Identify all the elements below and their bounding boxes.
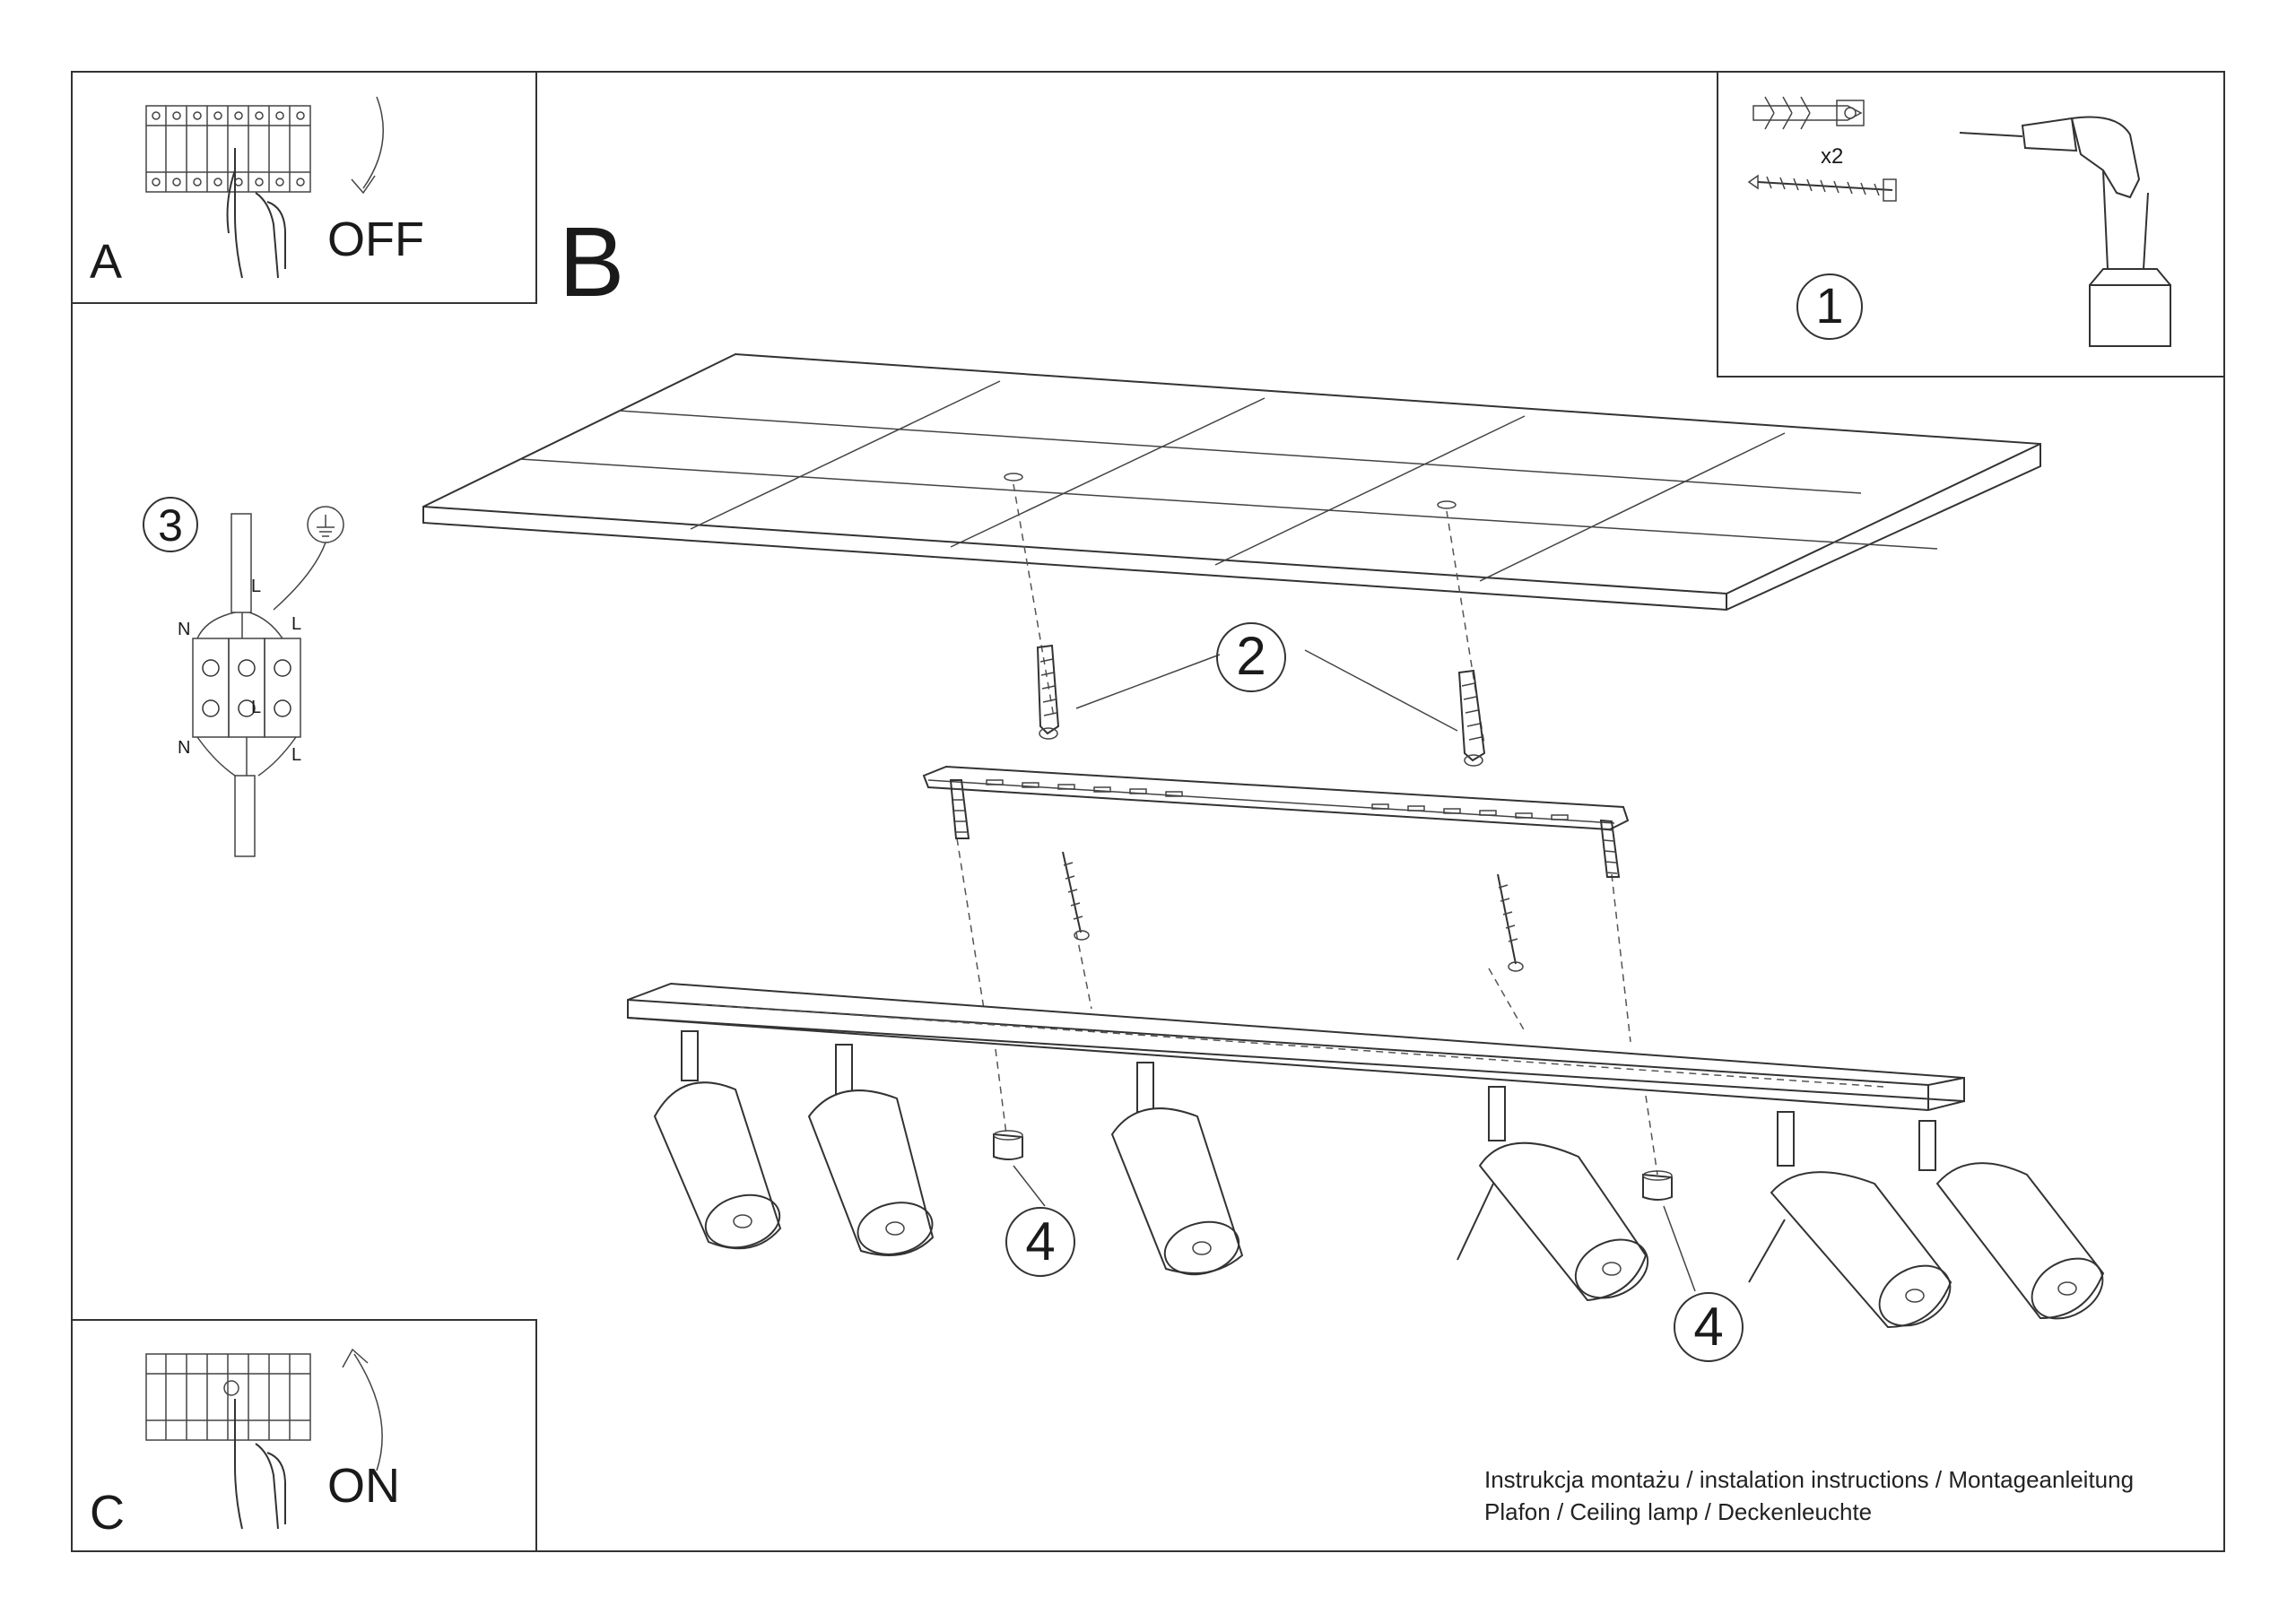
step-1-badge (1796, 273, 1863, 340)
wire-label-l-bottom: L (291, 745, 301, 765)
panel-b-letter: B (559, 207, 624, 317)
hand-icon (226, 148, 286, 279)
up-arrow-icon (353, 1353, 383, 1471)
screw-icon (1497, 873, 1524, 972)
off-label: OFF (327, 213, 424, 266)
circuit-breaker-icon (145, 105, 311, 193)
circuit-breaker-icon (145, 1353, 311, 1441)
panel-a-letter: A (90, 235, 122, 289)
step-4-callout-right: 4 (1663, 1205, 1744, 1362)
wall-plug-icon (1457, 669, 1486, 767)
wall-plug-icon (1036, 644, 1060, 740)
spotlight (1748, 1111, 1952, 1329)
screw-icon (1062, 851, 1090, 941)
spotlight (1457, 1086, 1649, 1302)
ceiling-panel (422, 352, 2041, 612)
spotlight (653, 1030, 782, 1250)
step-1-number: 1 (1815, 277, 1843, 334)
panel-a: A OFF (71, 71, 537, 304)
mounting-guide-lines (956, 483, 1658, 1176)
spotlight (1110, 1062, 1244, 1276)
wire-label-l-top-left: L (251, 577, 261, 596)
spotlight (807, 1044, 935, 1256)
quantity-label: x2 (1821, 144, 1843, 169)
on-label: ON (327, 1459, 400, 1513)
step-2-number: 2 (1236, 626, 1265, 686)
footer-line-2: Plafon / Ceiling lamp / Deckenleuchte (1484, 1498, 1873, 1525)
footer-line-1: Instrukcja montażu / instalation instruc… (1484, 1466, 2135, 1493)
panel-c-letter: C (90, 1486, 125, 1540)
spotlight (1918, 1120, 2105, 1320)
step-2-callout: 2 (1075, 622, 1458, 732)
screw-cap-icon (1642, 1170, 1673, 1201)
screw-cap-icon (993, 1130, 1023, 1160)
step-4-callout-left: 4 (1005, 1165, 1075, 1277)
cable-icon (230, 513, 252, 613)
wire-label-l-mid: L (251, 698, 261, 717)
wire-label-n-bottom: N (178, 738, 190, 758)
step-3-badge (143, 497, 198, 552)
panel-c: C ON (71, 1319, 537, 1552)
hand-icon (234, 1399, 286, 1530)
wire-label-l-top-right: L (291, 614, 301, 634)
step-3-number: 3 (158, 500, 183, 551)
tools-panel: x2 1 (1717, 71, 2225, 378)
screw-icon (1747, 174, 1897, 202)
drill-icon (1959, 116, 2171, 347)
down-arrow-icon (362, 96, 385, 189)
footer-caption: Instrukcja montażu / instalation instruc… (1484, 1463, 2134, 1528)
wire-label-n-top: N (178, 620, 190, 639)
mounting-bracket (922, 765, 1630, 878)
wall-plug-icon (1752, 96, 1865, 130)
wiring-diagram: 3 N L L L N L (143, 497, 344, 857)
lamp-base-rail (627, 982, 1965, 1111)
ground-icon (273, 506, 344, 611)
step-4-number-left: 4 (1025, 1211, 1055, 1271)
step-4-number-right: 4 (1693, 1297, 1723, 1357)
